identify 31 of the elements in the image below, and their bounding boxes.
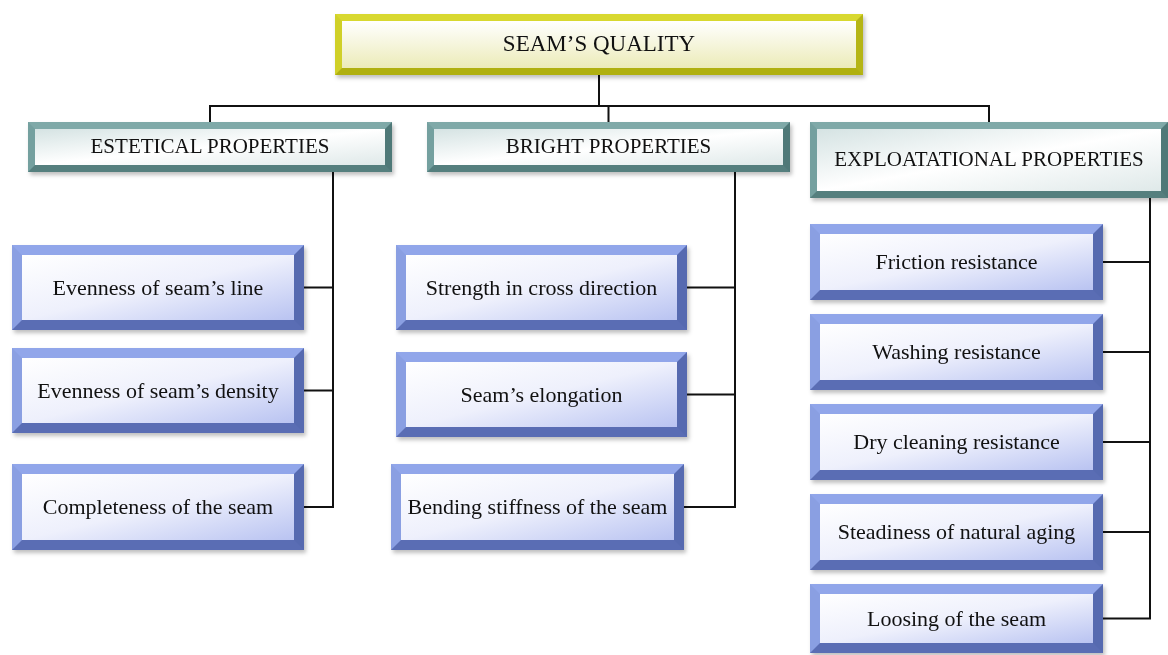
property-box bbox=[810, 404, 1103, 480]
property-box bbox=[810, 224, 1103, 300]
property-box bbox=[12, 245, 304, 330]
node-label: ESTETICAL PROPERTIES bbox=[90, 133, 330, 161]
property-box bbox=[810, 494, 1103, 570]
category-box bbox=[810, 122, 1168, 198]
node-label: Strength in cross direction bbox=[425, 273, 658, 302]
node-label: Evenness of seam’s line bbox=[52, 273, 264, 302]
node-label: SEAM’S QUALITY bbox=[502, 30, 696, 59]
property-box bbox=[391, 464, 684, 550]
node-label: Washing resistance bbox=[872, 338, 1041, 367]
title-box bbox=[335, 14, 863, 75]
property-box bbox=[396, 245, 687, 330]
node-label: Dry cleaning resistance bbox=[853, 428, 1060, 457]
node-label: Completeness of the seam bbox=[42, 493, 274, 522]
node-label: EXPLOATATIONAL PROPERTIES bbox=[834, 146, 1144, 174]
node-label: Loosing of the seam bbox=[867, 604, 1046, 633]
property-box bbox=[810, 314, 1103, 390]
property-box bbox=[396, 352, 687, 437]
property-box bbox=[12, 464, 304, 550]
property-box bbox=[810, 584, 1103, 653]
node-label: Evenness of seam’s density bbox=[37, 376, 279, 405]
node-label: Bending stiffness of the seam bbox=[407, 493, 668, 522]
category-box bbox=[427, 122, 790, 172]
node-label: Friction resistance bbox=[875, 248, 1038, 277]
connector-line bbox=[303, 171, 334, 508]
node-label: BRIGHT PROPERTIES bbox=[505, 133, 712, 161]
property-box bbox=[12, 348, 304, 433]
category-box bbox=[28, 122, 392, 172]
node-label: Seam’s elongation bbox=[460, 380, 623, 409]
node-label: Steadiness of natural aging bbox=[837, 518, 1076, 547]
